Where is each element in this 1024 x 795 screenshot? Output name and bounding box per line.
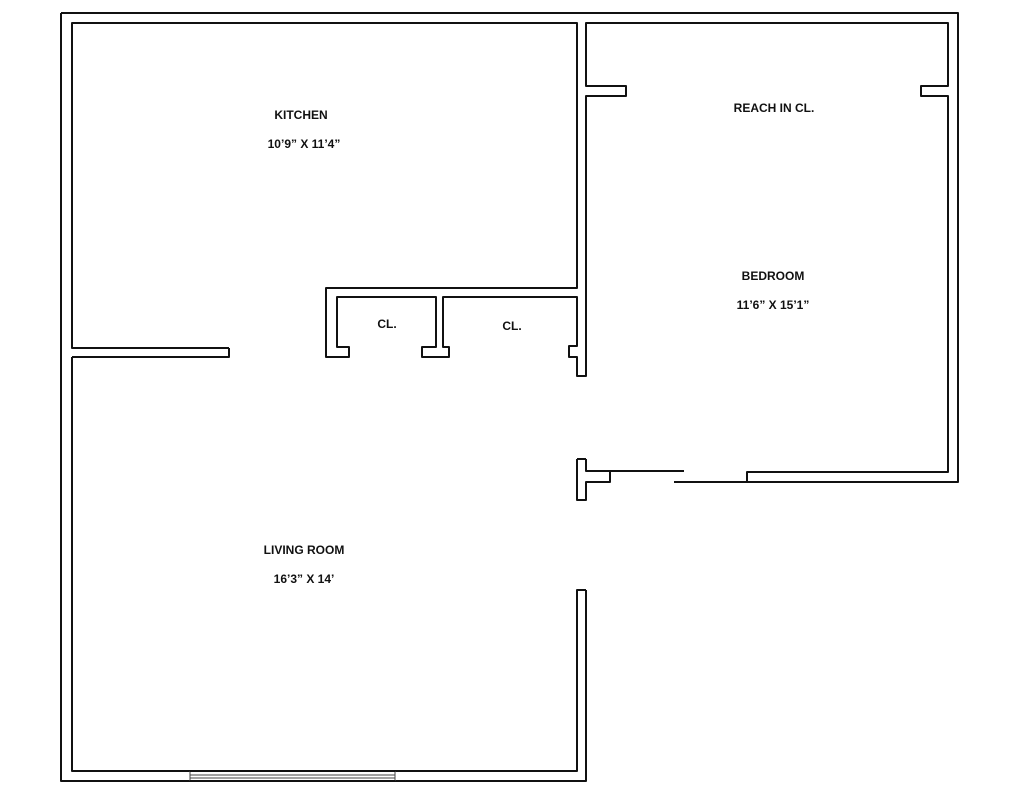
kitchen-label: KITCHEN (274, 108, 328, 122)
bedroom-label: BEDROOM (741, 269, 805, 283)
outer-wall (60, 12, 959, 782)
kitchen-wall (71, 22, 949, 482)
reach-in-closet-label: REACH IN CL. (733, 101, 815, 115)
living-room-label: LIVING ROOM (263, 543, 345, 557)
living-room-dims: 16’3” X 14’ (273, 572, 335, 586)
bedroom-dims: 11’6” X 15’1” (736, 298, 810, 312)
window (189, 770, 396, 782)
living-room-wall (71, 357, 586, 772)
bedroom-door-jamb (576, 458, 684, 501)
closet-2-label: CL. (502, 319, 522, 333)
closet-1-label: CL. (377, 317, 397, 331)
kitchen-living-partition (72, 348, 230, 358)
kitchen-dims: 10’9” X 11’4” (267, 137, 341, 151)
